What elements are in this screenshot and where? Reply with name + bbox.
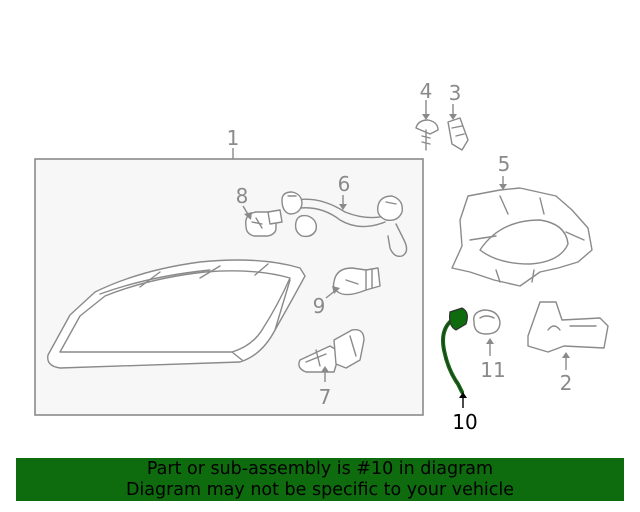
callout-2: 2 — [560, 371, 573, 395]
callout-4: 4 — [420, 79, 433, 103]
callout-1: 1 — [227, 126, 240, 150]
banner-line-2: Diagram may not be specific to your vehi… — [125, 479, 515, 500]
part-4-screw[interactable] — [415, 119, 439, 151]
callout-7: 7 — [319, 385, 332, 409]
callout-8: 8 — [236, 184, 249, 208]
part-5-housing[interactable] — [451, 187, 593, 287]
callout-9: 9 — [313, 294, 326, 318]
part-7-halogen-bulb[interactable] — [298, 329, 365, 373]
part-2-bracket[interactable] — [527, 301, 609, 353]
part-6-socket-harness[interactable] — [281, 191, 408, 258]
callout-3: 3 — [449, 81, 462, 105]
part-3-clip[interactable] — [447, 117, 469, 151]
leader-lines — [232, 100, 570, 408]
callout-5: 5 — [498, 152, 511, 176]
part-8-bulb[interactable] — [245, 209, 283, 237]
part-notice-banner: Part or sub-assembly is #10 in diagram D… — [16, 458, 624, 501]
part-11-grommet[interactable] — [473, 309, 501, 335]
part-10-wire-harness[interactable] — [441, 307, 468, 394]
banner-line-1: Part or sub-assembly is #10 in diagram — [146, 458, 494, 479]
callout-6: 6 — [338, 172, 351, 196]
callout-11: 11 — [480, 358, 505, 382]
parts-diagram: 1 4 3 5 6 8 9 7 11 2 10 — [34, 79, 609, 434]
callout-10: 10 — [452, 410, 477, 434]
